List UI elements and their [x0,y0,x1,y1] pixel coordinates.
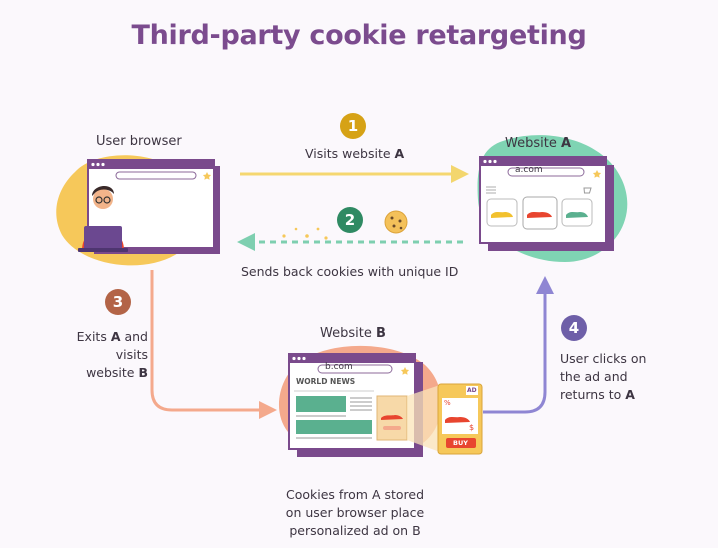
step-3-text: Exits A and visits website B [76,329,148,380]
diagram-title: Third-party cookie retargeting [131,20,587,51]
cookie-crumbs [282,227,328,240]
website-a-node [477,135,628,262]
ad-price: $ [469,423,475,432]
step-1-text: Visits website A [305,146,405,161]
ad-badge: AD [466,386,478,395]
website-b-node [278,345,483,457]
user-browser-label: User browser [96,134,182,149]
ad-buy-button[interactable]: BUY [453,439,468,447]
ad-discount: % [444,399,451,407]
user-browser-node [56,155,220,266]
user-avatar [78,185,128,252]
step-4-badge: 4 [561,315,587,341]
step-3-badge: 3 [105,289,131,315]
step-4-text: User clicks on the ad and returns to A [560,351,647,402]
website-a-label: Website A [505,136,572,151]
website-a-url: a.com [515,165,543,175]
website-b-url: b.com [325,362,353,372]
world-news-label: WORLD NEWS [296,377,356,386]
step-1-badge: 1 [340,113,366,139]
step-2-text: Sends back cookies with unique ID [241,264,459,279]
ad-card [437,383,483,455]
cookie-icon [384,210,408,234]
step-2-badge: 2 [337,207,363,233]
website-b-label: Website B [320,326,386,341]
arrow-step-4 [483,276,554,414]
arrow-step-3 [150,270,277,419]
caption-text: Cookies from A stored on user browser pl… [285,487,425,538]
